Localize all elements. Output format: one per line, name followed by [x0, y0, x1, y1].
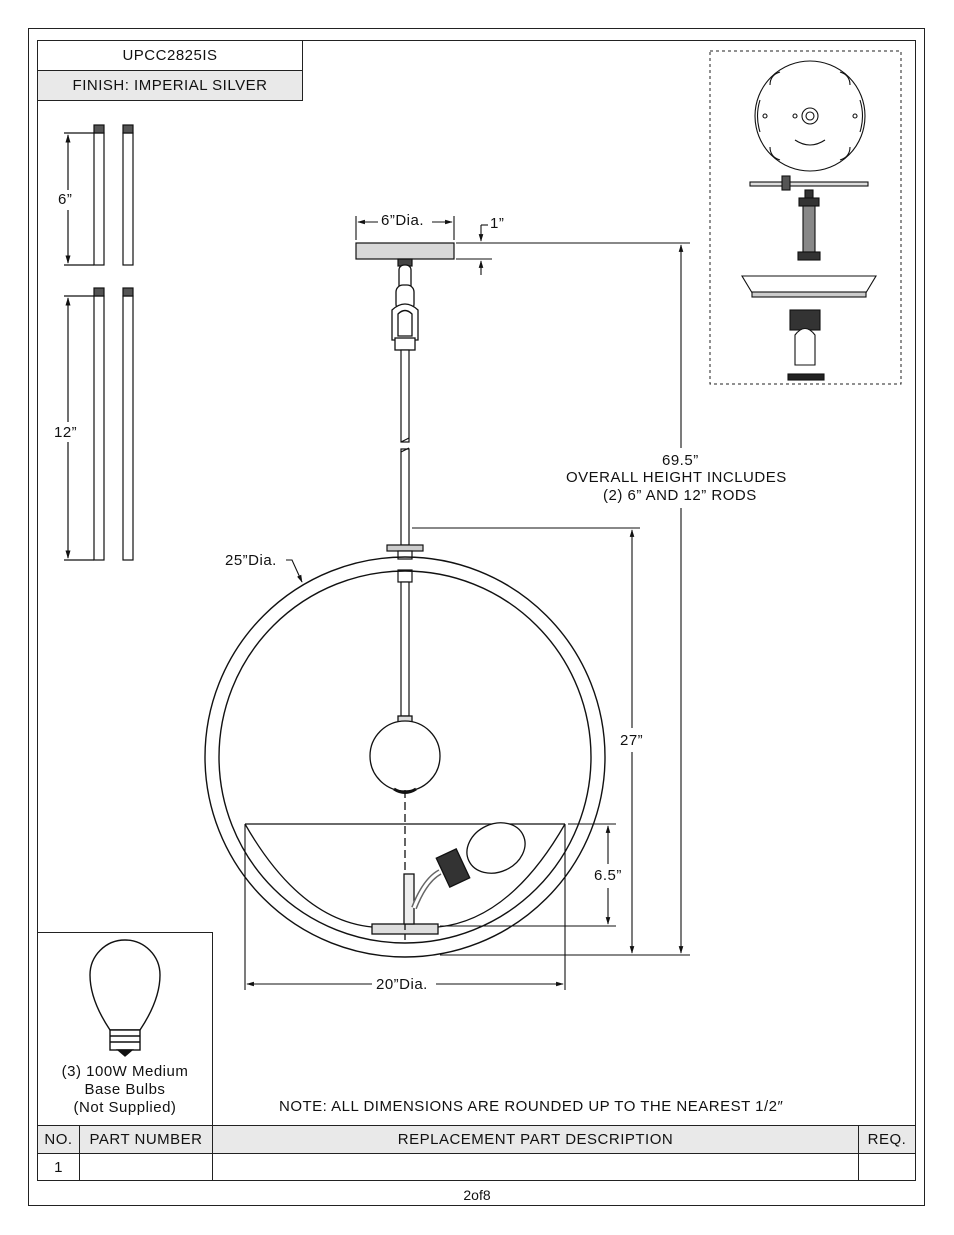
table-row-1-no: 1: [37, 1153, 80, 1181]
long-rods: [64, 287, 134, 561]
finish-cell: FINISH: IMPERIAL SILVER: [37, 70, 303, 101]
bowl-height-label: 6.5”: [594, 867, 622, 884]
table-row-1-req: [858, 1153, 916, 1181]
outer-ring: [204, 556, 606, 958]
page-border: [28, 28, 925, 1206]
body-height-dimension: [412, 527, 640, 954]
dimensions-note: NOTE: ALL DIMENSIONS ARE ROUNDED UP TO T…: [279, 1098, 784, 1115]
overall-height-note-1: OVERALL HEIGHT INCLUDES: [566, 469, 787, 486]
bulb-spec-line-1: (3) 100W Medium: [61, 1063, 189, 1080]
mounting-detail: [709, 50, 902, 385]
bulb-spec-line-3: (Not Supplied): [73, 1099, 177, 1116]
table-header-part-number: PART NUMBER: [79, 1125, 213, 1154]
bowl-height-dimension: [440, 823, 616, 927]
table-header-req: REQ.: [858, 1125, 916, 1154]
canopy: [355, 242, 455, 267]
table-row-1-description: [212, 1153, 859, 1181]
finish-label: FINISH: IMPERIAL SILVER: [72, 77, 268, 94]
model-number: UPCC2825IS: [122, 47, 218, 64]
overall-height-dimension: [440, 242, 690, 956]
canopy-diameter-label: 6”Dia.: [381, 212, 425, 229]
canopy-height-label: 1”: [490, 215, 505, 232]
bowl: [244, 790, 566, 940]
body-height-label: 27”: [620, 732, 644, 749]
globe: [369, 715, 441, 794]
long-rod-label: 12”: [54, 424, 78, 441]
overall-height-value: 69.5”: [662, 452, 699, 469]
table-row-1-part-number: [79, 1153, 213, 1181]
bulb-icon: [89, 939, 161, 1057]
ring-diameter-leader: [286, 559, 303, 583]
overall-height-note-2: (2) 6” AND 12” RODS: [603, 487, 757, 504]
short-rods: [64, 124, 134, 266]
chain-loop: [391, 264, 419, 351]
downrod: [386, 349, 424, 717]
bowl-diameter-label: 20”Dia.: [376, 976, 428, 993]
short-rod-label: 6”: [58, 191, 73, 208]
page-number: 2of8: [463, 1187, 491, 1203]
bulb-spec-line-2: Base Bulbs: [84, 1081, 166, 1098]
table-header-description: REPLACEMENT PART DESCRIPTION: [212, 1125, 859, 1154]
ring-diameter-label: 25”Dia.: [225, 552, 277, 569]
bowl-diameter-dimension: [244, 824, 566, 990]
table-header-no: NO.: [37, 1125, 80, 1154]
